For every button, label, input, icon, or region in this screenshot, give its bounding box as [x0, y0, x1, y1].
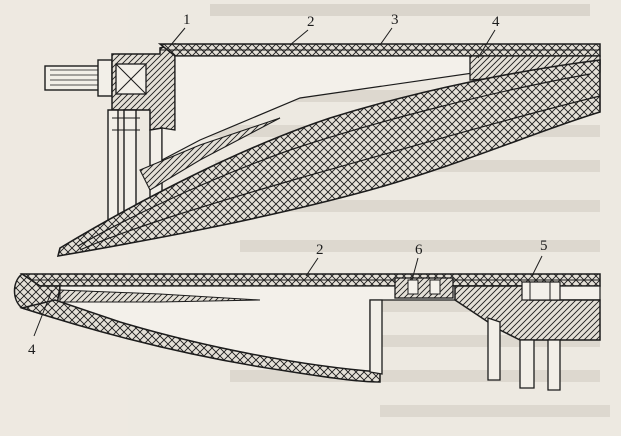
- lower-leading-wedge: [59, 289, 261, 303]
- callout-upper-3: 3: [391, 12, 399, 28]
- callout-lower-2: 2: [316, 242, 324, 258]
- lower-curved-shell: [19, 299, 381, 383]
- lower-root-walls: [369, 299, 561, 391]
- upper-curved-shell: [56, 59, 601, 257]
- upper-shaft: [44, 59, 113, 97]
- lower-insert: [394, 277, 454, 299]
- upper-trailing-wedge: [139, 117, 281, 191]
- lower-blade-section: [13, 273, 601, 391]
- callout-upper-2: 2: [307, 14, 315, 30]
- callout-lower-5: 5: [540, 238, 548, 254]
- upper-callouts: 1 2 3 4: [169, 12, 500, 59]
- lower-callouts: 2 6 5 4: [28, 238, 548, 358]
- callout-upper-1: 1: [183, 12, 191, 28]
- callout-lower-6: 6: [415, 242, 423, 258]
- callout-lower-4: 4: [28, 342, 36, 358]
- callout-upper-4: 4: [492, 14, 500, 30]
- lower-root-flange: [454, 281, 601, 341]
- upper-blade-section: [44, 43, 601, 257]
